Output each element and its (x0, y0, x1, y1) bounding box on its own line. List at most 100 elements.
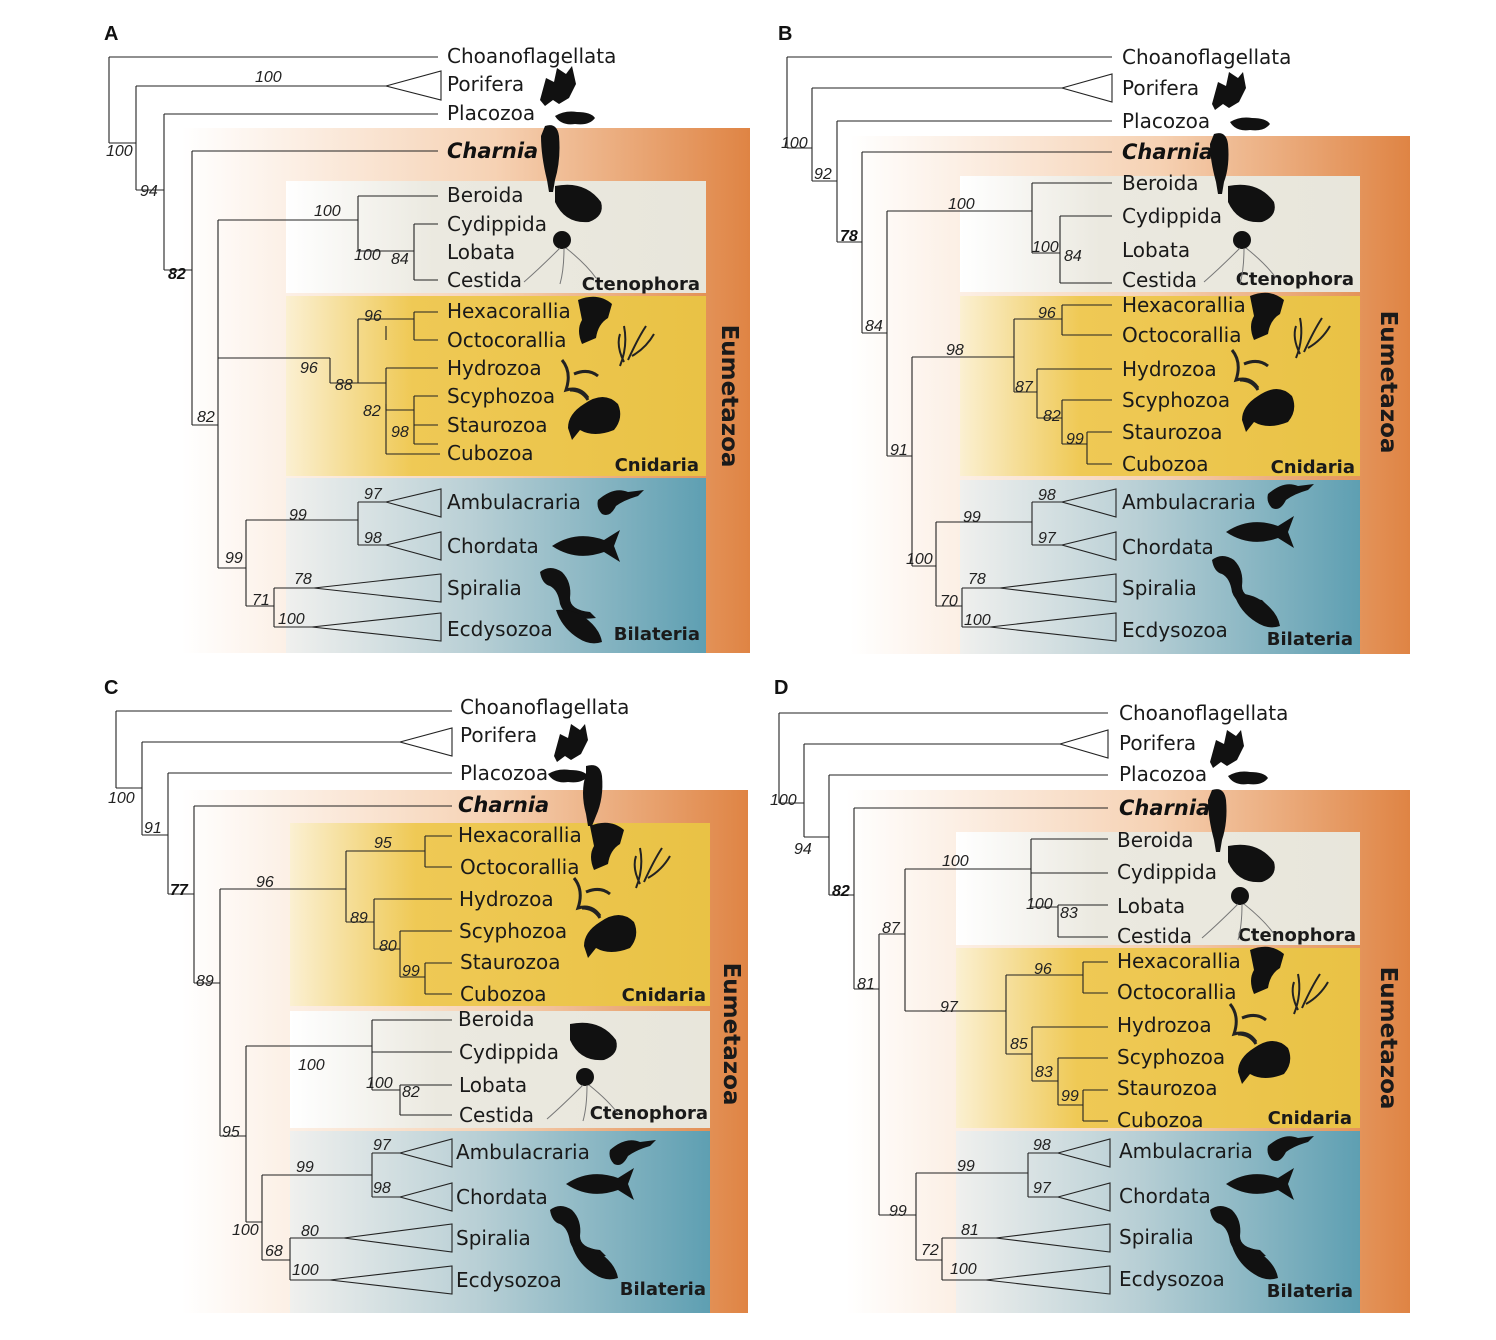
tree-branches (108, 56, 440, 628)
support-value: 100 (950, 1261, 977, 1278)
support-value: 98 (946, 342, 964, 359)
charnia-silhouette (1210, 133, 1229, 194)
cnidaria-label: Cnidaria (622, 985, 706, 1006)
cnidaria-box (960, 296, 1360, 476)
taxon-label: Cubozoa (447, 441, 534, 465)
fish-silhouette (552, 530, 620, 562)
taxon-label: Hydrozoa (459, 887, 554, 911)
support-value: 96 (364, 308, 382, 325)
taxon-label: Spiralia (1119, 1225, 1194, 1249)
cnidaria-label: Cnidaria (1271, 457, 1355, 478)
support-value: 82 (168, 266, 186, 283)
taxon-label: Hydrozoa (1122, 357, 1217, 381)
support-value: 85 (1010, 1036, 1028, 1053)
worm-silhouette (540, 568, 596, 619)
taxon-label: Beroida (447, 183, 524, 207)
taxon-label: Choanoflagellata (1119, 701, 1288, 725)
support-value: 100 (781, 135, 808, 152)
organism-silhouettes (1201, 730, 1329, 1280)
support-value: 82 (363, 403, 381, 420)
support-value: 100 (1032, 239, 1059, 256)
taxon-label: Placozoa (1122, 109, 1210, 133)
placozoa-silhouette (555, 111, 595, 125)
eumetazoa-label: Eumetazoa (716, 325, 742, 468)
taxon-label: Spiralia (456, 1226, 531, 1250)
beetle-silhouette (1232, 1245, 1278, 1280)
panel-letter: A (104, 23, 118, 45)
support-value: 96 (300, 360, 318, 377)
taxon-label-charnia: Charnia (1122, 140, 1213, 164)
support-value: 100 (942, 853, 969, 870)
bilateria-box (290, 1131, 710, 1313)
taxon-label: Placozoa (447, 101, 535, 125)
support-value: 97 (940, 999, 959, 1016)
hemichordate-silhouette (597, 490, 644, 515)
taxon-label: Porifera (1122, 76, 1199, 100)
panel-a: A Choanoflagellata Porifera Placozoa Cha… (104, 23, 750, 653)
support-value: 100 (770, 792, 797, 809)
cnidaria-label: Cnidaria (615, 455, 699, 476)
lobate-ctenophore-silhouette (576, 1068, 594, 1086)
taxon-label: Cydippida (1122, 204, 1222, 228)
group-labels: Ctenophora Cnidaria Bilateria Eumetazoa (1236, 269, 1401, 650)
support-value: 88 (335, 377, 353, 394)
placozoa-silhouette (548, 769, 588, 783)
taxon-label: Ecdysozoa (1122, 618, 1228, 642)
hydrozoan-silhouette (560, 359, 599, 401)
support-value: 80 (379, 938, 397, 955)
support-value: 71 (252, 592, 270, 609)
taxon-label: Porifera (1119, 731, 1196, 755)
taxon-label: Scyphozoa (447, 384, 555, 408)
taxon-label: Staurozoa (1117, 1076, 1217, 1100)
bilateria-label: Bilateria (620, 1279, 706, 1300)
taxon-label: Cydippida (447, 212, 547, 236)
support-value: 92 (814, 166, 832, 183)
support-value: 91 (144, 820, 162, 837)
fish-silhouette (1226, 516, 1294, 548)
ctenophora-box (956, 832, 1360, 945)
tentacles-silhouette (1201, 903, 1275, 941)
hexacoral-silhouette (578, 296, 612, 344)
support-value: 99 (1066, 431, 1084, 448)
sponge-silhouette (554, 724, 588, 762)
placozoa-silhouette (1228, 771, 1268, 785)
taxon-label: Cestida (1117, 924, 1192, 948)
taxon-label: Scyphozoa (1122, 388, 1230, 412)
taxon-label: Lobata (447, 240, 515, 264)
support-value: 70 (940, 593, 958, 610)
support-value: 72 (921, 1242, 939, 1259)
organism-silhouettes (546, 724, 671, 1280)
taxon-label: Beroida (458, 1007, 535, 1031)
support-value: 83 (1035, 1064, 1053, 1081)
ctenophore-silhouette (570, 1022, 617, 1061)
support-value: 77 (170, 882, 189, 899)
panel-b: B Choanoflagellata Porifera Placozoa Cha… (778, 23, 1410, 654)
eumetazoa-label: Eumetazoa (718, 963, 744, 1106)
support-value: 99 (889, 1203, 907, 1220)
support-value: 96 (1034, 961, 1052, 978)
panel-letter: B (778, 23, 792, 45)
taxon-label: Hydrozoa (1117, 1013, 1212, 1037)
taxon-label: Hexacorallia (447, 299, 571, 323)
support-value: 83 (1060, 905, 1078, 922)
bilateria-box (960, 480, 1360, 654)
support-value: 100 (278, 611, 305, 628)
bilateria-box (956, 1131, 1360, 1313)
taxon-label: Ecdysozoa (1119, 1267, 1225, 1291)
bilateria-label: Bilateria (1267, 1281, 1353, 1302)
support-value: 98 (391, 424, 409, 441)
taxon-label: Chordata (1122, 535, 1214, 559)
support-value: 94 (794, 841, 812, 858)
support-value: 100 (906, 551, 933, 568)
octocoral-silhouette (1291, 973, 1329, 1015)
lobate-ctenophore-silhouette (553, 231, 571, 249)
support-value: 91 (890, 442, 908, 459)
support-values: 100 92 78 100 100 84 84 96 98 87 82 99 9… (781, 135, 1084, 629)
support-value: 82 (832, 883, 850, 900)
collapsed-clades (311, 70, 442, 642)
beetle-silhouette (572, 1245, 618, 1280)
tree-branches (115, 710, 452, 1281)
support-values: 100 94 82 100 100 83 87 96 97 85 83 99 8… (770, 792, 1079, 1278)
support-value: 98 (364, 530, 382, 547)
taxon-label: Scyphozoa (459, 919, 567, 943)
